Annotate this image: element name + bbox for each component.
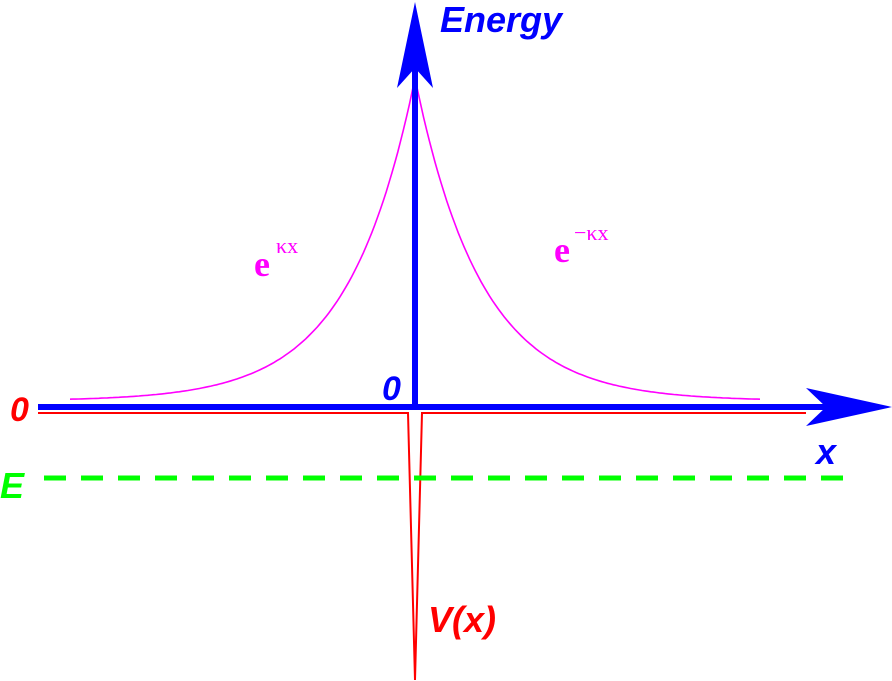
energy-label: E bbox=[0, 465, 25, 506]
right-wave-base: e bbox=[554, 230, 570, 270]
x-axis-label: x bbox=[814, 431, 838, 472]
right-wave-label: e −κx bbox=[554, 220, 609, 270]
zero-level-label: 0 bbox=[10, 391, 29, 429]
potential-curve bbox=[38, 412, 806, 681]
origin-label: 0 bbox=[382, 370, 401, 408]
x-axis-arrowhead bbox=[806, 388, 892, 426]
left-wave-exponent: κx bbox=[276, 233, 298, 258]
left-wave-base: e bbox=[254, 244, 270, 284]
y-axis-arrowhead bbox=[397, 2, 433, 88]
right-wave-exponent: −κx bbox=[574, 220, 609, 245]
potential-label: V(x) bbox=[428, 599, 496, 640]
left-wave-label: e κx bbox=[254, 233, 298, 284]
y-axis-label: Energy bbox=[440, 0, 564, 40]
